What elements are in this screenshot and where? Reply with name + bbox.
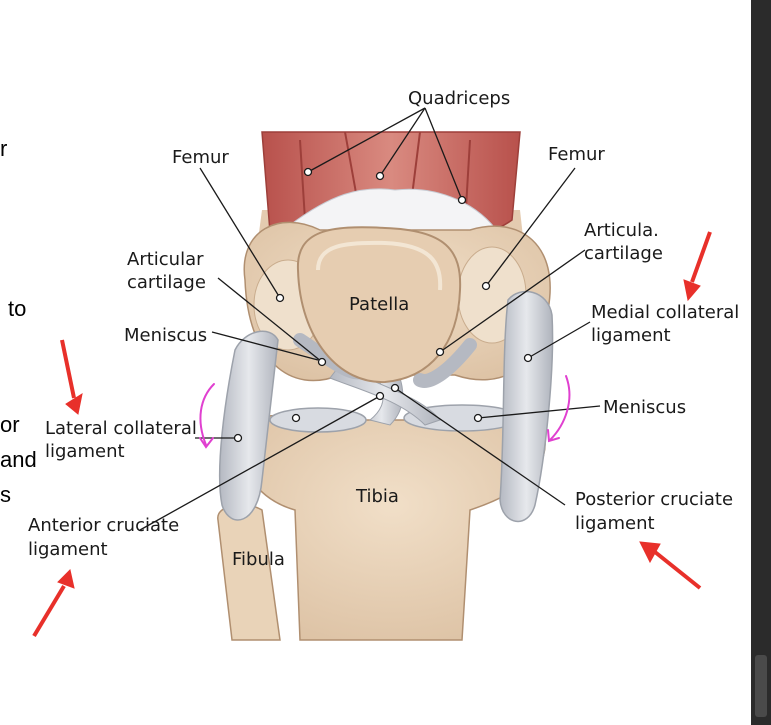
red-arrow-icon [32,231,712,638]
label-lateral-collateral: Lateral collateral [45,418,197,439]
label-tibia: Tibia [356,486,399,507]
label-fibula: Fibula [232,549,285,570]
handwritten-arrow-icon [199,375,571,449]
label-anterior-cruciate-2: ligament [28,539,108,560]
label-femur-right: Femur [548,144,605,165]
clipped-text-fragment: or [0,412,20,437]
clipped-text-fragment: s [0,482,11,507]
label-articular-cartilage-left-2: cartilage [127,272,206,293]
label-meniscus-right: Meniscus [603,397,687,418]
clipped-text-fragment: r [0,136,8,161]
label-quadriceps: Quadriceps [408,88,511,109]
label-meniscus-left: Meniscus [124,325,208,346]
label-posterior-cruciate-2: ligament [575,513,655,534]
scrollbar-track[interactable] [751,0,771,725]
label-articular-cartilage-right: Articula. [584,220,659,241]
label-lateral-collateral-2: ligament [45,441,125,462]
label-patella: Patella [349,294,410,315]
scrollbar-thumb[interactable] [755,655,767,717]
meniscus-left-shape [269,407,367,433]
label-medial-collateral: Medial collateral [591,302,740,323]
clipped-text-fragment: to [8,296,27,321]
fibula-bone [217,504,281,641]
patella-bone [296,226,462,384]
lateral-collateral-shape [218,330,279,521]
label-articular-cartilage-right-2: cartilage [584,243,663,264]
medial-collateral-shape [499,290,554,523]
label-femur-left: Femur [172,147,229,168]
label-anterior-cruciate: Anterior cruciate [28,515,180,536]
label-medial-collateral-2: ligament [591,325,671,346]
label-articular-cartilage-left: Articular [127,249,204,270]
clipped-text-fragment: and [0,447,37,472]
label-posterior-cruciate: Posterior cruciate [575,489,734,510]
